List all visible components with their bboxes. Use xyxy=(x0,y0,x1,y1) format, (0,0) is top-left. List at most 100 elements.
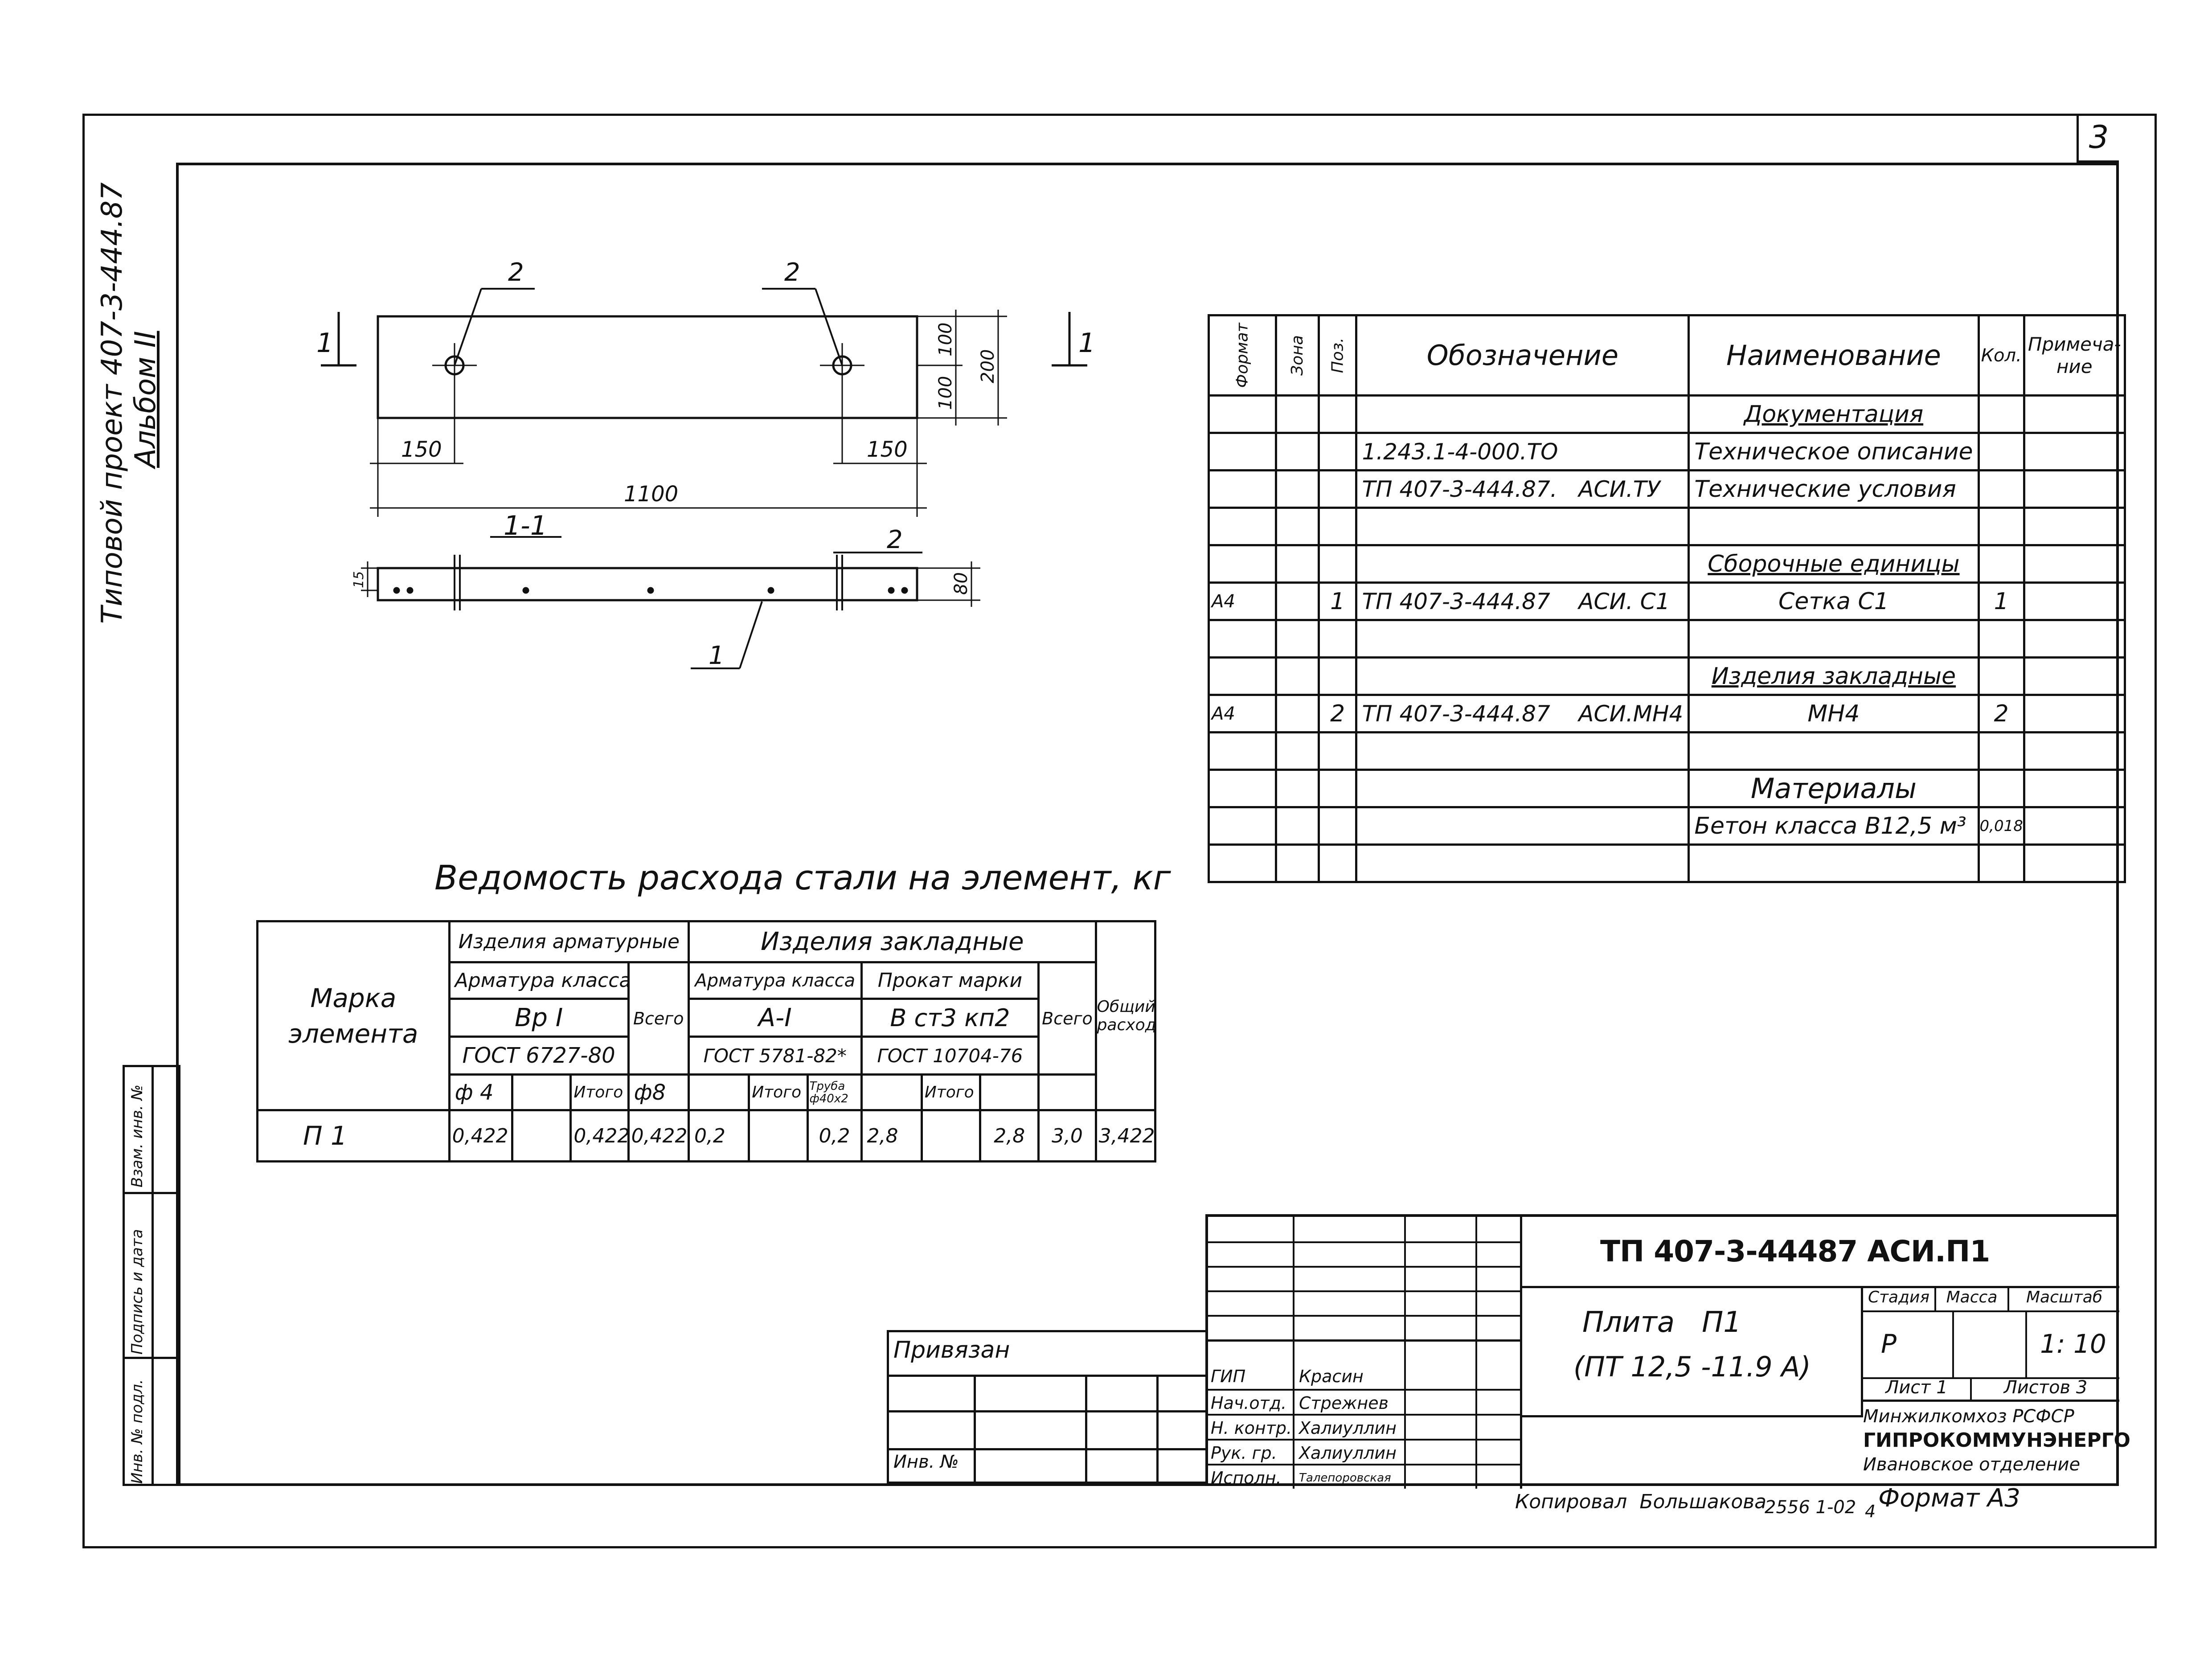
spec-note xyxy=(2023,432,2126,471)
table-row: П 1 0,422 0,422 0,422 0,2 0,2 2,8 2,8 3,… xyxy=(256,1109,1157,1163)
role-row: Исполн.Талепоровская xyxy=(1208,1464,1520,1490)
role-person: Халиуллин xyxy=(1299,1443,1397,1463)
spec-designation: ТП 407-3-444.87 АСИ.МН4 xyxy=(1355,694,1690,733)
spec-name: Бетон класса В12,5 м³ xyxy=(1688,806,1980,846)
spec-format: А4 xyxy=(1207,694,1278,733)
specification-table: Формат Зона Поз. Обозначение Наименовани… xyxy=(1207,314,2126,883)
gost-3: ГОСТ 10704-76 xyxy=(860,1036,1040,1076)
plan-outline xyxy=(377,315,918,419)
role-person: Стрежнев xyxy=(1299,1393,1389,1413)
section-callout-2: 2 xyxy=(887,525,903,554)
spec-designation: ТП 407-3-444.87 АСИ. С1 xyxy=(1355,581,1690,621)
spec-zone xyxy=(1275,619,1320,659)
row-itogo2: 0,2 xyxy=(806,1109,863,1163)
spec-zone xyxy=(1275,843,1320,883)
spec-qty xyxy=(1977,394,2025,434)
row-total2: 3,0 xyxy=(1037,1109,1097,1163)
spec-note xyxy=(2023,507,2126,546)
spec-note xyxy=(2023,581,2126,621)
dim-15: 15 xyxy=(351,571,367,588)
prokat-header: Прокат марки xyxy=(860,961,1040,1000)
table-row xyxy=(1207,731,2126,771)
privyazan-inv: Инв. № xyxy=(893,1452,959,1472)
role-row: Н. контр.Халиуллин xyxy=(1208,1414,1520,1441)
spec-format: А4 xyxy=(1207,581,1278,621)
steel-table-title: Ведомость расхода стали на элемент, кг xyxy=(434,858,1171,897)
spec-qty xyxy=(1977,507,2025,546)
steel-table: Марка элемента Изделия арматурные Издели… xyxy=(256,920,1157,1163)
hdr-format: Формат xyxy=(1233,323,1252,388)
spec-qty xyxy=(1977,469,2025,509)
total-all-header: Общий расход xyxy=(1094,920,1157,1111)
spec-note xyxy=(2023,544,2126,584)
spec-name: МН4 xyxy=(1688,694,1980,733)
product-name-2: (ПТ 12,5 -11.9 А) xyxy=(1573,1351,1811,1383)
spec-pos xyxy=(1317,806,1358,846)
class-bp1: Вр I xyxy=(448,998,630,1038)
spec-zone xyxy=(1275,656,1320,696)
spec-zone xyxy=(1275,394,1320,434)
spec-qty xyxy=(1977,769,2025,808)
tube-header: Труба ф40х2 xyxy=(806,1073,863,1111)
spec-qty: 1 xyxy=(1977,581,2025,621)
spec-pos xyxy=(1317,544,1358,584)
spec-zone xyxy=(1275,432,1320,471)
total-1-header: Всего xyxy=(627,961,690,1076)
row-itogo1: 0,422 xyxy=(569,1109,630,1163)
spec-format xyxy=(1207,731,1278,771)
table-row: Материалы xyxy=(1207,769,2126,808)
phi8-header: ф8 xyxy=(627,1073,690,1111)
mass-value xyxy=(1954,1310,2027,1377)
spec-zone xyxy=(1275,694,1320,733)
spec-format xyxy=(1207,469,1278,509)
spec-qty xyxy=(1977,731,2025,771)
spec-designation xyxy=(1355,731,1690,771)
format-label: Формат А3 xyxy=(1878,1484,2020,1513)
spec-name: Сетка С1 xyxy=(1688,581,1980,621)
scale-value: 1: 10 xyxy=(2040,1329,2106,1359)
section-title: 1-1 xyxy=(504,510,547,541)
spec-designation xyxy=(1355,507,1690,546)
dim-1100: 1100 xyxy=(624,482,678,507)
section-mark-left: 1 xyxy=(316,327,333,359)
spec-qty xyxy=(1977,544,2025,584)
product-name-1: Плита П1 xyxy=(1582,1306,1741,1339)
arm-class-1: Арматура класса xyxy=(448,961,630,1000)
arm-class-2: Арматура класса xyxy=(687,961,863,1000)
spec-pos xyxy=(1317,507,1358,546)
table-row: Изделия закладные xyxy=(1207,656,2126,696)
total-2-header: Всего xyxy=(1037,961,1097,1076)
side-album: Альбом II xyxy=(129,331,162,468)
hdr-note: Примеча-ние xyxy=(2023,314,2126,397)
role-row: Нач.отд.Стрежнев xyxy=(1208,1389,1520,1416)
dim-200: 200 xyxy=(978,349,998,383)
spec-format xyxy=(1207,507,1278,546)
spec-format xyxy=(1207,544,1278,584)
spec-name xyxy=(1688,619,1980,659)
spec-zone xyxy=(1275,769,1320,808)
phi4-header: ф 4 xyxy=(448,1073,514,1111)
spec-format xyxy=(1207,619,1278,659)
scale-header: Масштаб xyxy=(2026,1288,2103,1306)
drawing: 2 2 150 150 1100 100 100 200 1 1 1-1 2 1… xyxy=(316,258,1095,670)
itogo-2-header: Итого xyxy=(748,1073,809,1111)
spec-designation xyxy=(1355,656,1690,696)
spec-qty xyxy=(1977,843,2025,883)
spec-designation xyxy=(1355,843,1690,883)
spec-name: Техническое описание xyxy=(1688,432,1980,471)
table-row: Сборочные единицы xyxy=(1207,544,2126,584)
side-project-title: Типовой проект 407-3-444.87 xyxy=(96,182,129,624)
spec-pos: 2 xyxy=(1317,694,1358,733)
class-vst3: В ст3 кп2 xyxy=(860,998,1040,1038)
itogo-3-header: Итого xyxy=(920,1073,982,1111)
hdr-designation: Обозначение xyxy=(1355,314,1690,397)
mark-header: Марка элемента xyxy=(256,920,451,1111)
section-outline xyxy=(377,567,918,602)
table-row xyxy=(1207,843,2126,883)
spec-zone xyxy=(1275,544,1320,584)
role-title: Исполн. xyxy=(1211,1468,1282,1488)
spec-format xyxy=(1207,806,1278,846)
spec-name: Изделия закладные xyxy=(1688,656,1980,696)
